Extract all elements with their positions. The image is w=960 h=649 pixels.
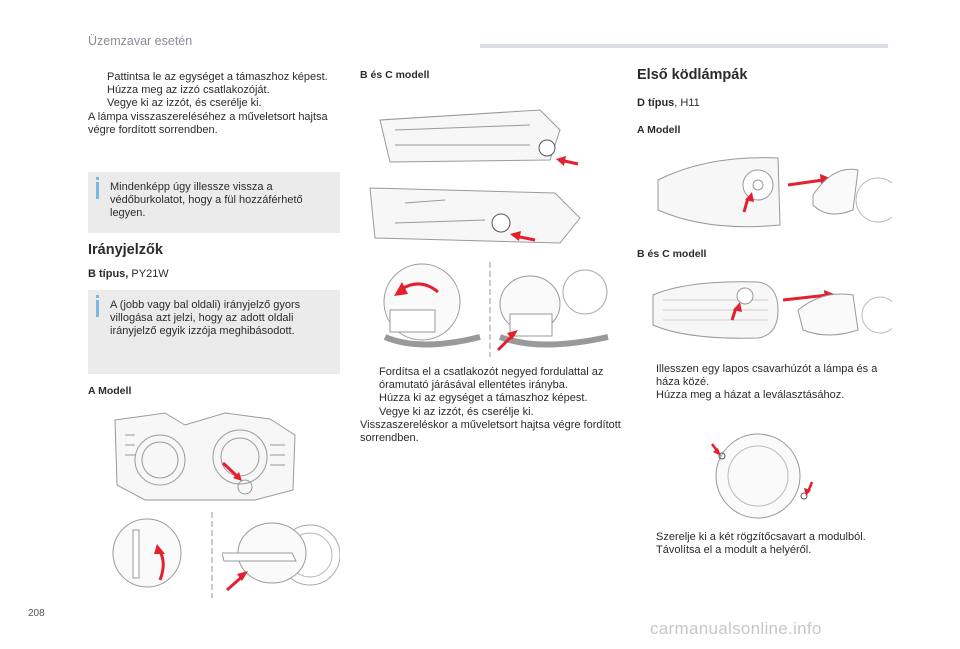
bulb-removal-illustration [222,515,340,595]
fog-lamp-illustration-bc [648,270,892,355]
list-item: Pattintsa le az egységet a támaszhoz kép… [107,71,328,83]
col3-text-b: Szerelje ki a két rögzítőcsavart a modul… [637,531,899,557]
col1-text: Pattintsa le az egységet a támaszhoz kép… [88,71,338,137]
model-label: A Modell [637,124,681,136]
list-item: Vegye ki az izzót, és cserélje ki. [107,97,262,110]
list-item: Húzza meg az izzó csatlakozóját. [107,84,270,97]
info-note-text: A (jobb vagy bal oldali) irányjelző gyor… [110,299,301,338]
headlamp-illustration-c [365,178,590,258]
list-item: Fordítsa el a csatlakozót negyed fordula… [379,366,604,392]
list-item: Húzza meg a házat a leválasztásához. [656,389,845,402]
paragraph: A lámpa visszaszereléséhez a műveletsort… [88,110,328,136]
fog-lamp-illustration-a [648,150,892,240]
info-note-text: Mindenképp úgy illessze vissza a védőbur… [110,181,303,220]
list-item: Távolítsa el a modult a helyéről. [656,544,812,557]
model-label: B és C modell [360,69,430,81]
col3-text-a: Illesszen egy lapos csavarhúzót a lámpa … [637,363,899,403]
list-item: Szerelje ki a két rögzítőcsavart a modul… [656,531,866,543]
divider [210,512,214,598]
info-note: A (jobb vagy bal oldali) irányjelző gyor… [88,290,340,374]
page-number: 208 [28,608,45,619]
bulb-type: B típus, PY21W [88,268,169,280]
header-bar [480,44,888,48]
connector-rotate-illustration [380,262,610,357]
running-header: Üzemzavar esetén [88,34,193,48]
col2-text: Fordítsa el a csatlakozót negyed fordula… [360,366,622,445]
headlamp-illustration-b [370,100,590,166]
model-label: A Modell [88,385,132,397]
fog-lamp-module-illustration [688,430,828,522]
paragraph: Visszaszereléskor a műveletsort hajtsa v… [360,418,621,445]
rear-lamp-illustration [105,405,305,505]
section-title: Irányjelzők [88,242,163,258]
list-item: Húzza ki az egységet a támaszhoz képest. [379,392,588,405]
info-icon [96,177,99,199]
model-label: B és C modell [637,248,707,260]
watermark: carmanualsonline.info [650,619,822,638]
section-title: Első ködlámpák [637,67,748,83]
info-note: Mindenképp úgy illessze vissza a védőbur… [88,172,340,233]
list-item: Vegye ki az izzót, és cserélje ki. [379,405,534,418]
list-item: Illesszen egy lapos csavarhúzót a lámpa … [656,363,878,389]
info-icon [96,295,99,317]
bulb-holder-illustration [105,510,185,595]
bulb-type: D típus, H11 [637,97,700,109]
